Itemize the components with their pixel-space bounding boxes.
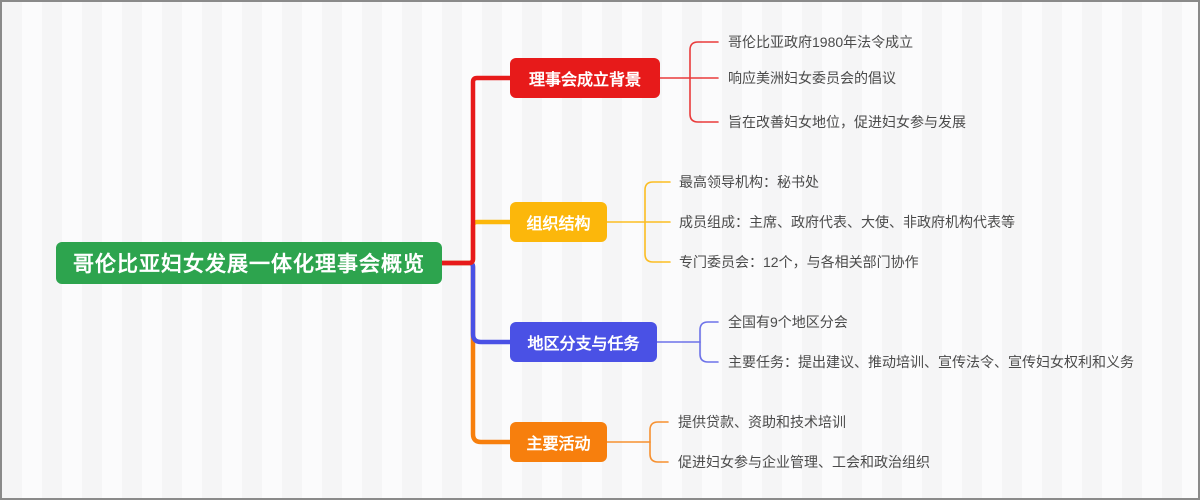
leaf-wire-b1-c1: [689, 41, 719, 79]
leaf-item[interactable]: 全国有9个地区分会: [728, 314, 848, 330]
leaf-item[interactable]: 响应美洲妇女委员会的倡议: [728, 70, 896, 86]
leaf-wire-b4-c2: [649, 441, 669, 463]
branch-node-structure[interactable]: 组织结构: [510, 202, 607, 242]
trunk-branch-activities: [439, 260, 513, 445]
branch-node-regions[interactable]: 地区分支与任务: [510, 322, 657, 362]
leaf-item[interactable]: 主要任务：提出建议、推动培训、宣传法令、宣传妇女权利和义务: [728, 354, 1134, 370]
leaf-item[interactable]: 专门委员会：12个，与各相关部门协作: [679, 254, 919, 270]
root-topic-node[interactable]: 哥伦比亚妇女发展一体化理事会概览: [56, 242, 442, 284]
leaf-item[interactable]: 提供贷款、资助和技术培训: [678, 414, 846, 430]
leaf-wire-b2-c1: [644, 181, 671, 223]
leaf-wire-b3-c2: [699, 341, 719, 363]
leaf-item[interactable]: 最高领导机构：秘书处: [679, 174, 819, 190]
leaf-wire-b2-c3: [644, 221, 671, 263]
trunk-branch-regions: [439, 260, 513, 345]
trunk-branch-structure: [439, 219, 513, 266]
leaf-wire-b3-c1: [699, 321, 719, 343]
leaf-item[interactable]: 成员组成：主席、政府代表、大使、非政府机构代表等: [679, 214, 1015, 230]
leaf-wire-b4-c1: [649, 421, 669, 443]
leaf-wire-b1-c3: [689, 77, 719, 123]
trunk-branch-background: [439, 75, 513, 266]
branch-node-background[interactable]: 理事会成立背景: [510, 58, 660, 98]
leaf-item[interactable]: 哥伦比亚政府1980年法令成立: [728, 34, 914, 50]
branch-node-activities[interactable]: 主要活动: [510, 422, 607, 462]
leaf-item[interactable]: 促进妇女参与企业管理、工会和政治组织: [678, 454, 930, 470]
leaf-item[interactable]: 旨在改善妇女地位，促进妇女参与发展: [728, 114, 966, 130]
